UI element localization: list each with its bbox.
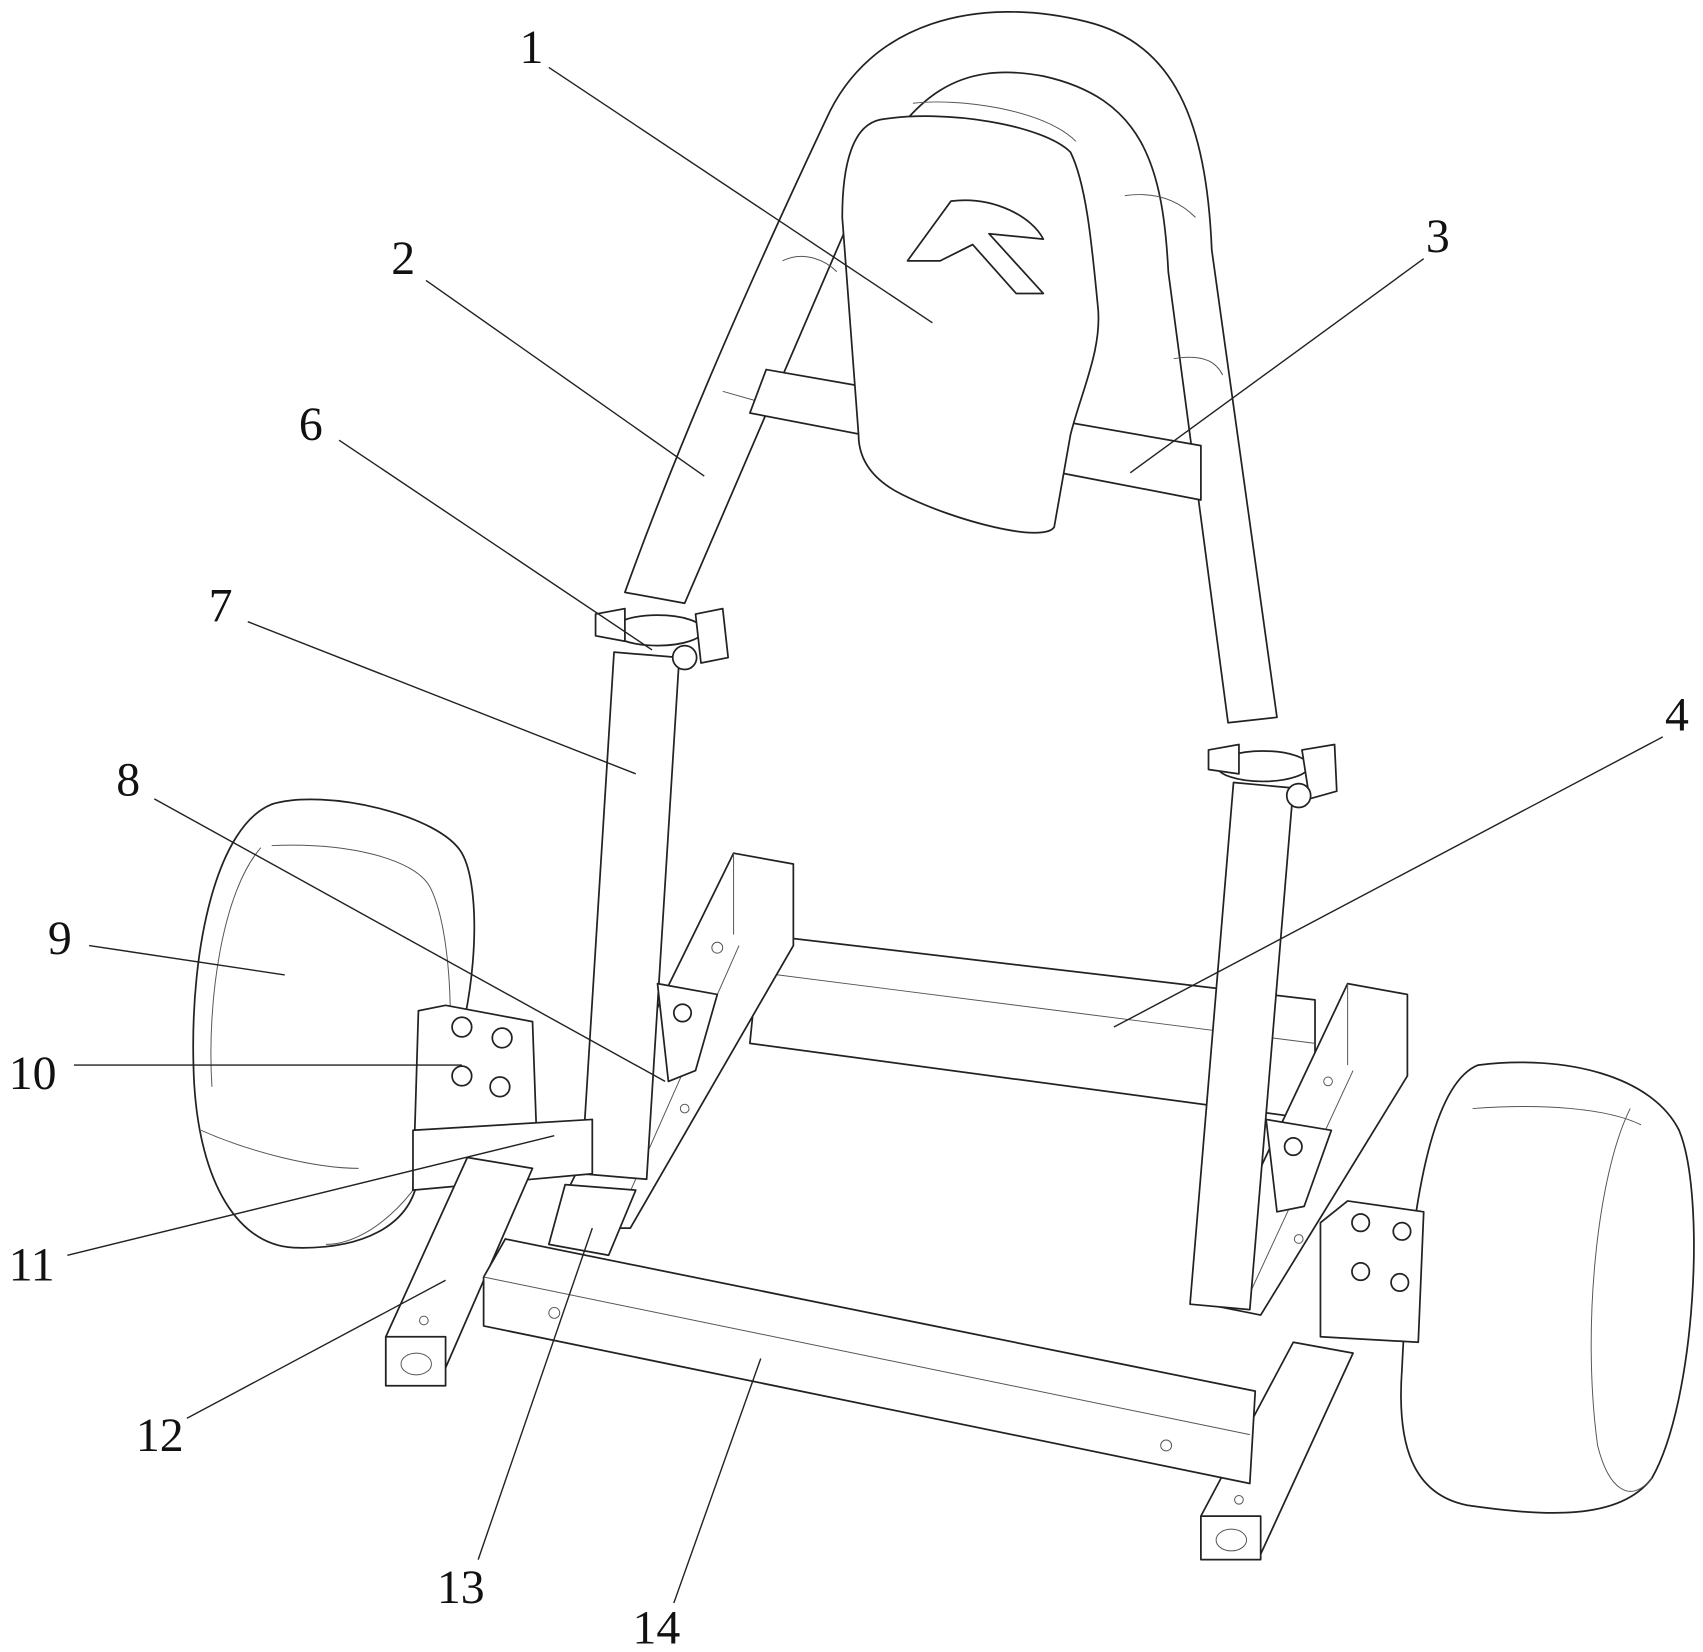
- label-4: 4: [1665, 688, 1689, 741]
- label-12: 12: [136, 1409, 184, 1462]
- front-crossbar: [484, 1239, 1256, 1484]
- label-9: 9: [48, 912, 72, 965]
- label-8: 8: [116, 754, 140, 807]
- label-2: 2: [391, 232, 415, 285]
- post-base: [549, 1185, 636, 1256]
- label-13: 13: [437, 1561, 485, 1614]
- label-10: 10: [9, 1047, 57, 1100]
- right-axle-mount: [1320, 1201, 1423, 1342]
- right-wheel: [1401, 1062, 1694, 1513]
- label-3: 3: [1426, 210, 1450, 263]
- seat-pad: [842, 102, 1098, 533]
- label-14: 14: [633, 1601, 681, 1652]
- label-1: 1: [519, 21, 543, 74]
- label-11: 11: [9, 1238, 55, 1291]
- label-6: 6: [299, 398, 323, 451]
- label-7: 7: [209, 580, 233, 633]
